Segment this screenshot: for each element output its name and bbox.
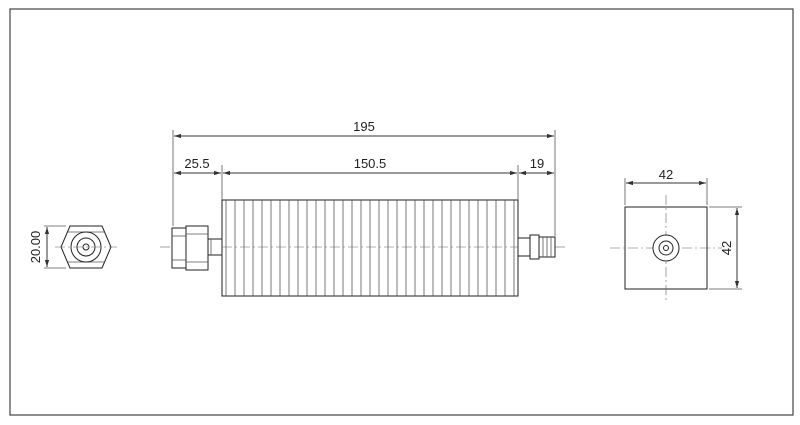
right-connector-body bbox=[529, 234, 540, 260]
right-connector bbox=[517, 234, 568, 260]
left-connector-neck bbox=[207, 238, 223, 256]
right-connector-length-label: 19 bbox=[530, 156, 544, 171]
side-view: 195 25.5 150.5 19 bbox=[160, 119, 568, 297]
left-end-view: 20.00 bbox=[28, 225, 117, 269]
left-connector bbox=[160, 225, 223, 271]
drawing-border bbox=[9, 8, 794, 416]
heatsink-body bbox=[221, 199, 519, 297]
hex-dimension-label: 20.00 bbox=[28, 231, 43, 264]
left-connector-nut bbox=[171, 227, 187, 269]
end-height-label: 42 bbox=[719, 241, 734, 255]
right-end-view: 42 42 bbox=[610, 167, 742, 300]
right-connector-neck bbox=[517, 237, 531, 257]
end-width-label: 42 bbox=[659, 167, 673, 182]
left-connector-length-label: 25.5 bbox=[184, 156, 209, 171]
body-length-label: 150.5 bbox=[354, 156, 387, 171]
overall-length-label: 195 bbox=[353, 119, 375, 134]
left-connector-hex bbox=[185, 225, 209, 271]
end-connector-pin bbox=[663, 245, 669, 251]
